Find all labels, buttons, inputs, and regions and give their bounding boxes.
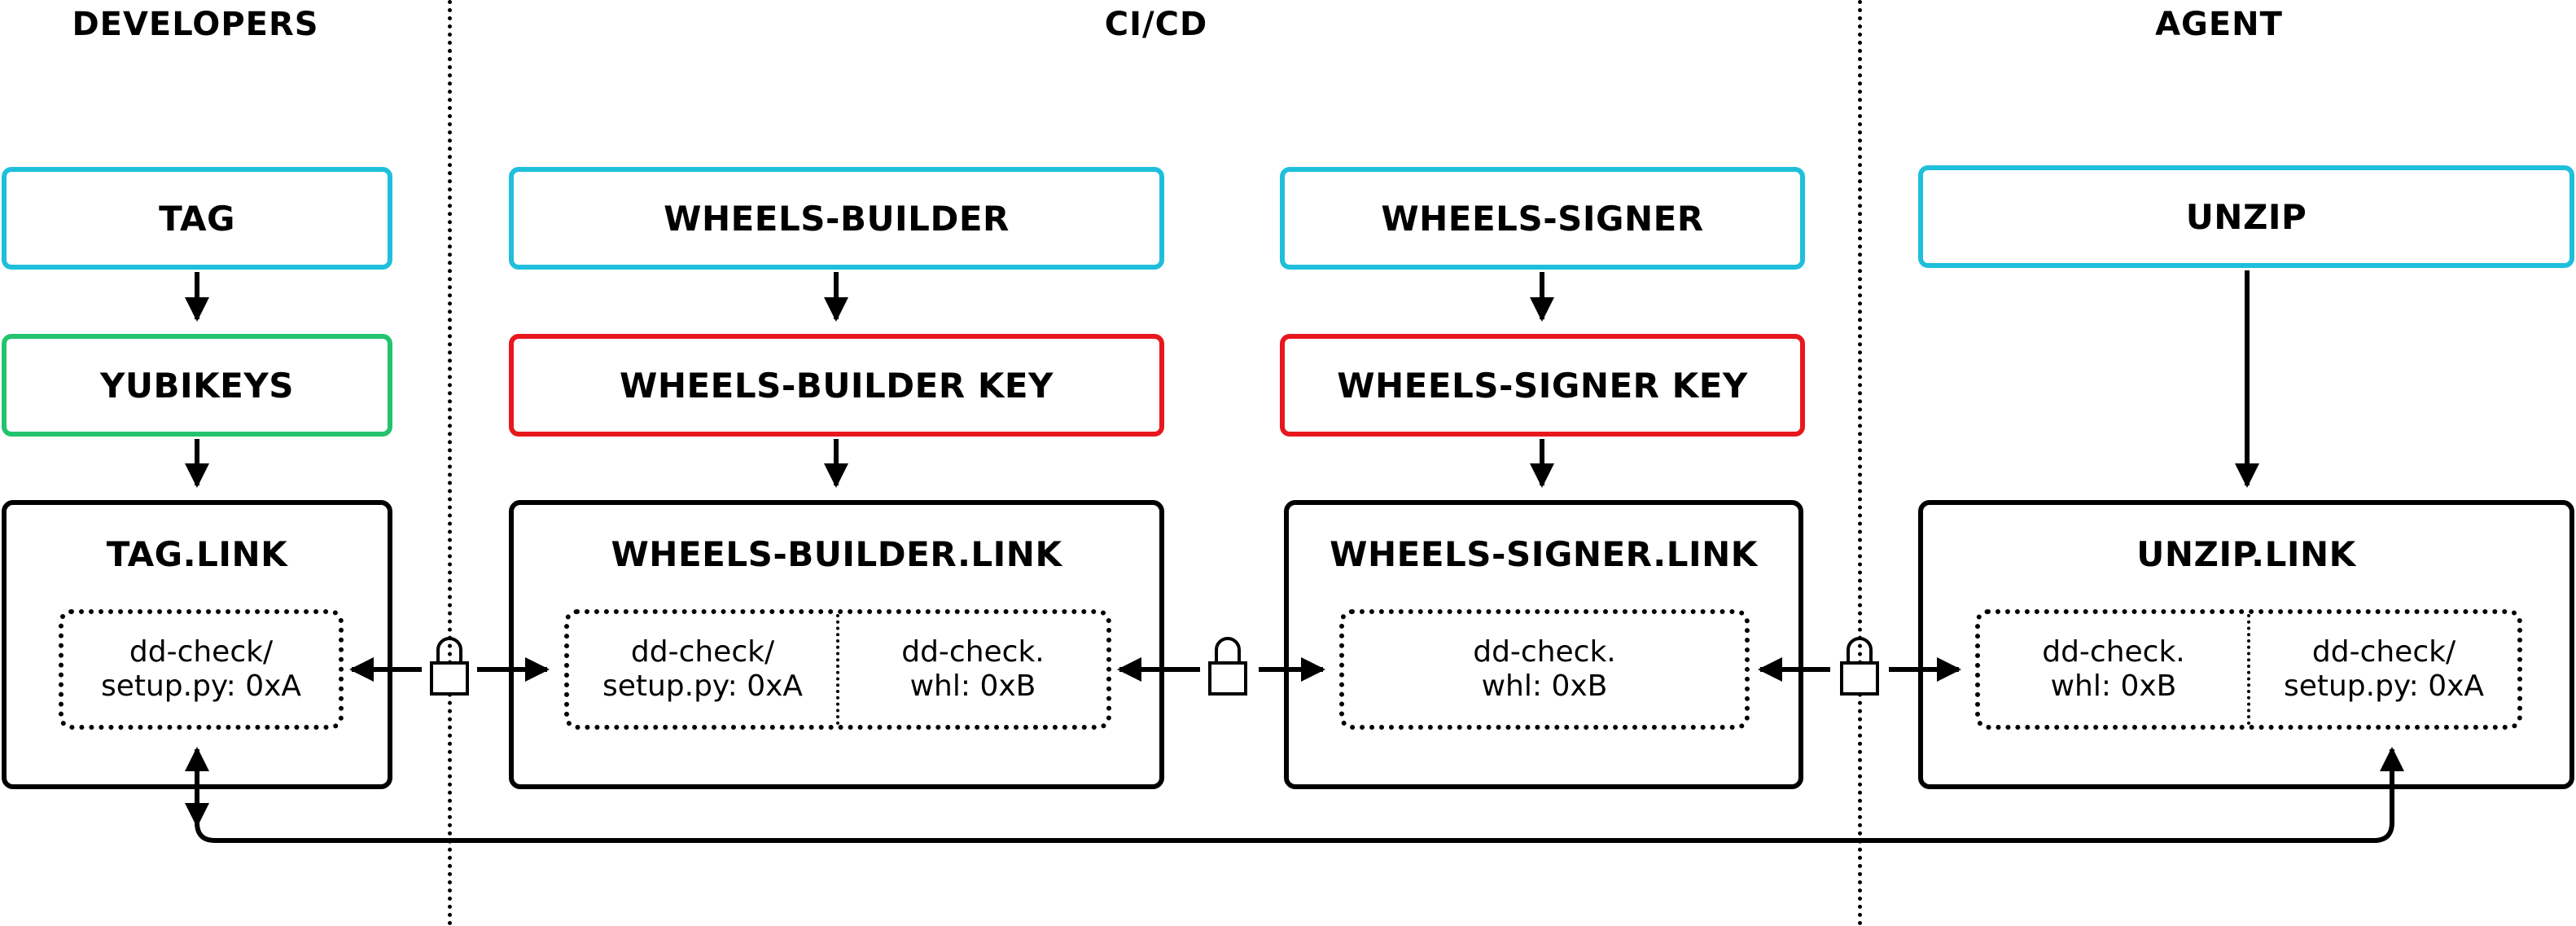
artifact-entry: dd-check/ setup.py: 0xA [100, 635, 302, 703]
link-wheels-signer: WHEELS-SIGNER.LINK dd-check. whl: 0xB [1284, 500, 1803, 789]
key-wheels-signer: WHEELS-SIGNER KEY [1280, 334, 1805, 437]
padlock-icon [1208, 637, 1247, 696]
link-title: TAG.LINK [106, 534, 288, 574]
zone-divider [448, 0, 452, 926]
arrow-tag-unzip-loop [185, 747, 2404, 843]
artifact-list: dd-check. whl: 0xB dd-check/ setup.py: 0… [1975, 609, 2522, 730]
key-wheels-builder: WHEELS-BUILDER KEY [509, 334, 1164, 437]
functionary-wheels-builder: WHEELS-BUILDER [509, 167, 1164, 270]
artifact-list: dd-check/ setup.py: 0xA dd-check. whl: 0… [564, 609, 1111, 730]
artifact-list: dd-check. whl: 0xB [1339, 609, 1750, 730]
arrow-tag-unzip-connector [185, 803, 209, 827]
padlock-icon [430, 637, 469, 696]
link-title: UNZIP.LINK [2136, 534, 2356, 574]
functionary-unzip: UNZIP [1918, 165, 2574, 268]
zone-title-agent: AGENT [2155, 6, 2283, 43]
link-title: WHEELS-SIGNER.LINK [1330, 534, 1758, 574]
functionary-wheels-signer: WHEELS-SIGNER [1280, 167, 1805, 270]
artifact-entry: dd-check. whl: 0xB [1473, 635, 1616, 703]
key-yubikeys: YUBIKEYS [2, 334, 392, 437]
artifact-list: dd-check/ setup.py: 0xA [59, 609, 344, 730]
padlock-icon [1840, 637, 1879, 696]
artifact-entry: dd-check. whl: 0xB [836, 614, 1106, 725]
zone-title-developers: DEVELOPERS [72, 6, 319, 43]
link-wheels-builder: WHEELS-BUILDER.LINK dd-check/ setup.py: … [509, 500, 1164, 789]
artifact-entry: dd-check/ setup.py: 0xA [602, 635, 804, 703]
artifact-entry: dd-check/ setup.py: 0xA [2247, 614, 2517, 725]
functionary-tag: TAG [2, 167, 392, 270]
link-unzip: UNZIP.LINK dd-check. whl: 0xB dd-check/ … [1918, 500, 2574, 789]
artifact-entry: dd-check. whl: 0xB [2042, 635, 2185, 703]
link-title: WHEELS-BUILDER.LINK [611, 534, 1062, 574]
zone-divider [1858, 0, 1862, 926]
zone-title-cicd: CI/CD [1104, 6, 1208, 43]
